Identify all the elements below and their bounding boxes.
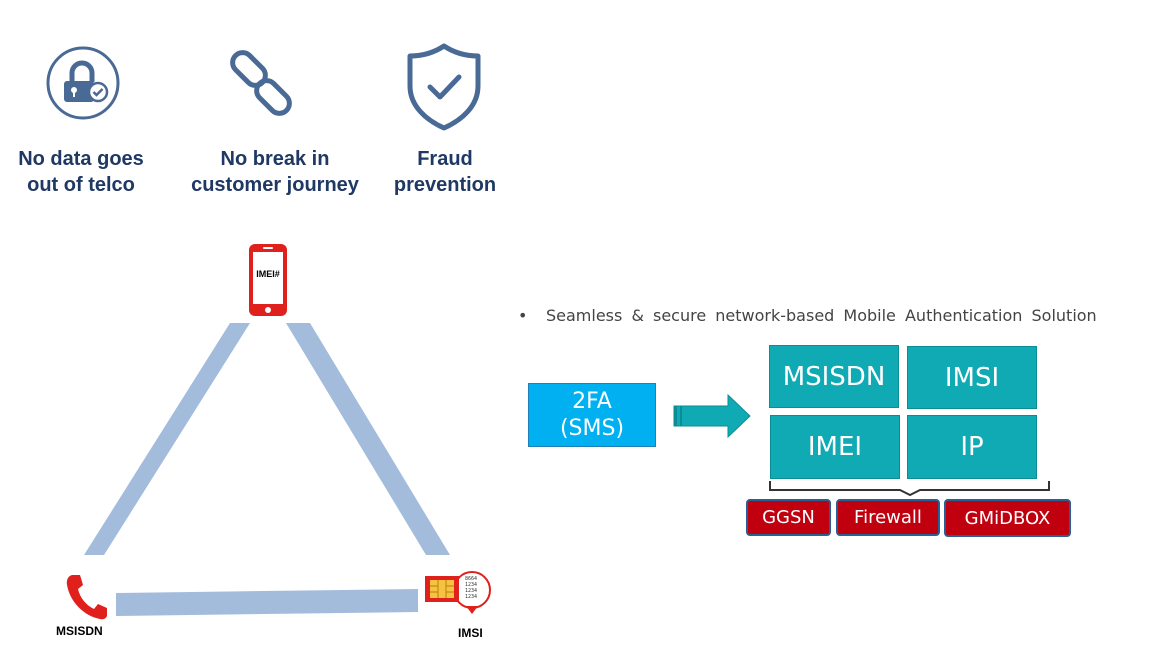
triangle-right-bar <box>286 323 450 555</box>
sim-digit-3: 1234 <box>465 594 477 600</box>
phone-handset-icon <box>66 575 107 620</box>
bullet-text: Seamless & secure network-based Mobile A… <box>546 306 1097 325</box>
shield-check-icon <box>407 43 481 131</box>
arrow-right-icon <box>673 393 751 439</box>
phone-screen-text: IMEI# <box>256 269 280 279</box>
twofa-line1: 2FA <box>572 389 612 414</box>
triangle-left-bar <box>84 323 250 555</box>
imsi-label: IMSI <box>458 626 483 640</box>
component-gmidbox: GMiDBOX <box>944 499 1071 537</box>
feature-label-fraud: Fraud prevention <box>393 148 497 196</box>
solution-bullet: • Seamless & secure network-based Mobile … <box>518 306 1097 325</box>
component-ggsn: GGSN <box>746 499 831 536</box>
bullet-dot: • <box>518 306 528 325</box>
sim-digit-0: 8664 <box>465 576 477 582</box>
triangle-diagram <box>84 323 450 616</box>
tile-msisdn: MSISDN <box>769 345 899 408</box>
sim-card-icon: 8664 1234 1234 1234 <box>425 571 491 614</box>
chain-link-icon <box>230 50 292 116</box>
lock-check-icon <box>46 46 120 120</box>
triangle-bottom-bar <box>116 589 418 616</box>
sim-digit-1: 1234 <box>465 582 477 588</box>
tile-imei: IMEI <box>770 415 900 479</box>
tile-imsi: IMSI <box>907 346 1037 409</box>
twofa-line2: (SMS) <box>559 416 625 441</box>
grouping-brace <box>769 481 1050 497</box>
sim-digit-2: 1234 <box>465 588 477 594</box>
tile-ip: IP <box>907 415 1037 479</box>
msisdn-label: MSISDN <box>56 624 103 638</box>
component-firewall: Firewall <box>836 499 940 536</box>
feature-label-data: No data goes out of telco <box>18 148 144 196</box>
smartphone-icon <box>249 244 287 316</box>
feature-label-journey: No break in customer journey <box>191 148 359 196</box>
twofa-box: 2FA (SMS) <box>528 383 656 447</box>
